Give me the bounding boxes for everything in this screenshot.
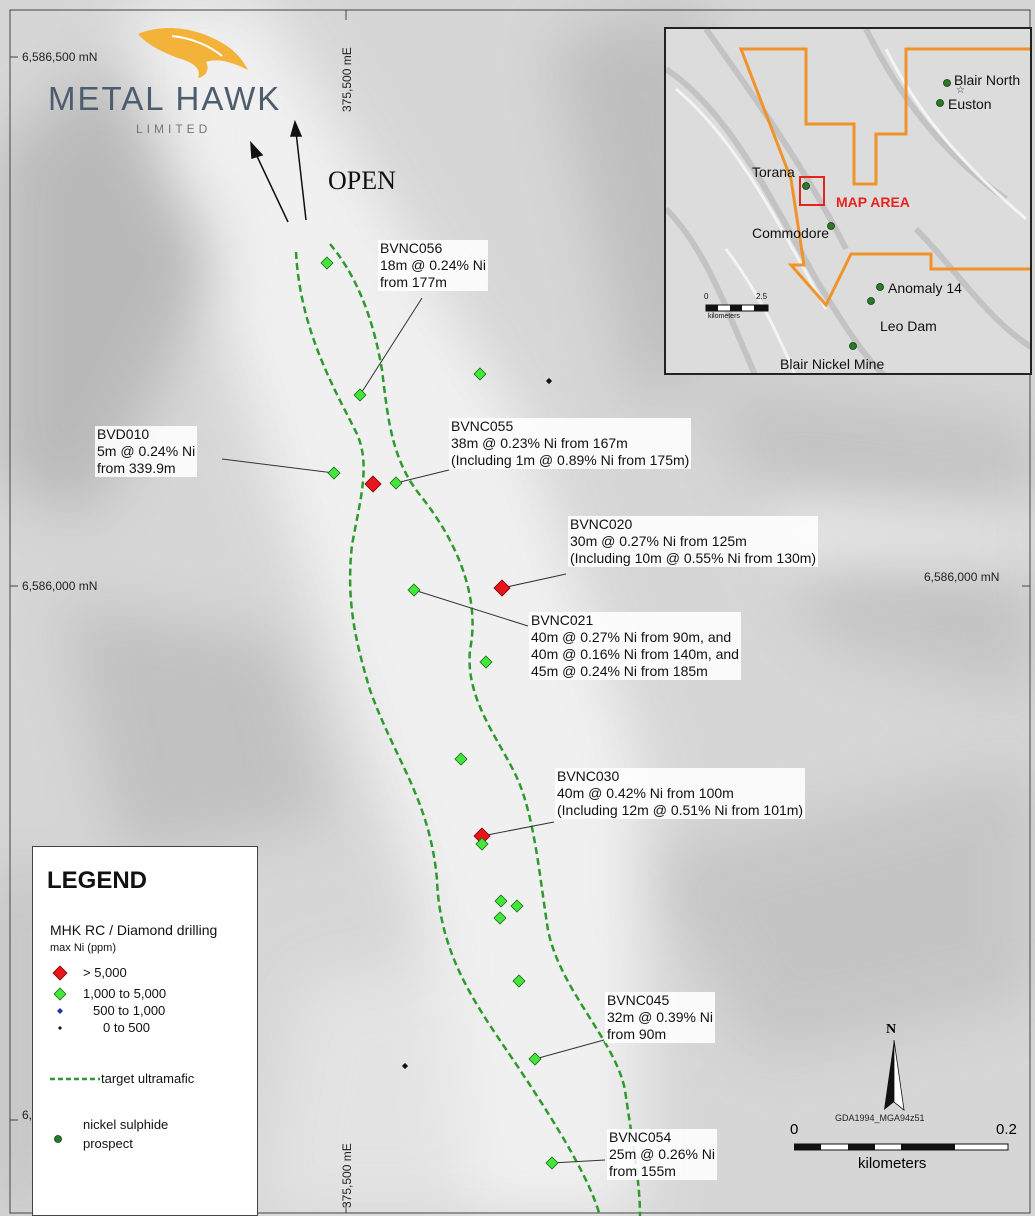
- drill-hole-marker: [528, 1052, 542, 1066]
- scale-bar: 0 0.2 kilometers: [790, 1115, 1020, 1175]
- scale-bar-graphic: [794, 1143, 1009, 1151]
- scale-max: 0.2: [996, 1121, 1017, 1138]
- location-inset-map: ☆ Blair North Euston Torana MAP AREA Com…: [664, 27, 1032, 375]
- easting-bottom: 375,500 mE: [340, 1143, 354, 1208]
- northing-top: 6,586,500 mN: [22, 50, 98, 64]
- logo-name: METAL HAWK: [48, 80, 282, 117]
- legend-panel: LEGEND MHK RC / Diamond drilling max Ni …: [32, 846, 258, 1216]
- drill-hole-marker: [545, 1156, 559, 1170]
- inset-label-anomaly-14: Anomaly 14: [888, 280, 962, 296]
- open-arrows: [250, 119, 307, 223]
- drill-hole-marker: [493, 911, 507, 925]
- drill-hole-marker: [479, 655, 493, 669]
- inset-label-torana: Torana: [752, 164, 795, 180]
- inset-label-euston: Euston: [948, 96, 992, 112]
- inset-scale-max: 2.5: [756, 292, 768, 301]
- drill-hole-marker: [510, 899, 524, 913]
- drill-hole-marker: [407, 583, 421, 597]
- metal-hawk-logo: METAL HAWK LIMITED: [40, 22, 310, 142]
- inset-label-commodore: Commodore: [752, 225, 830, 241]
- inset-scale-min: 0: [704, 292, 709, 301]
- black-dot-icon: [58, 1026, 62, 1030]
- scale-unit: kilometers: [858, 1155, 927, 1172]
- scale-min: 0: [790, 1121, 799, 1138]
- inset-scale-bar: [705, 304, 769, 312]
- drill-hole-marker: [494, 894, 508, 908]
- inset-label-blair-north: Blair North: [954, 72, 1021, 88]
- grid-ticks: [10, 10, 1030, 1213]
- callout-leaders: [221, 297, 606, 1164]
- drill-hole-marker: [353, 388, 367, 402]
- northing-mid-right: 6,586,000 mN: [924, 570, 1000, 584]
- inset-label-blair-nickel-mine: Blair Nickel Mine: [780, 356, 885, 372]
- drill-holes: [320, 256, 559, 1170]
- projection-label: GDA1994_MGA94z51: [835, 1113, 925, 1123]
- northing-bottom: 6,: [22, 1108, 33, 1122]
- inset-label-leo-dam: Leo Dam: [880, 318, 937, 334]
- svg-text:☆: ☆: [956, 85, 965, 96]
- open-label: OPEN: [328, 166, 396, 195]
- drill-hole-marker: [454, 752, 468, 766]
- north-arrow-icon: [884, 1040, 905, 1111]
- dashed-line-icon: [50, 1077, 100, 1081]
- drill-hole-marker: [364, 475, 382, 493]
- logo-subtitle: LIMITED: [136, 122, 212, 136]
- inset-relief: ☆: [666, 29, 1030, 373]
- red-diamond-icon: [52, 965, 68, 981]
- drill-hole-marker: [493, 579, 511, 597]
- drill-hole-marker: [401, 1062, 409, 1070]
- blue-diamond-icon: [57, 1008, 63, 1014]
- hawk-icon: [138, 28, 248, 78]
- drill-hole-marker: [327, 466, 341, 480]
- inset-label-map-area: MAP AREA: [836, 194, 910, 210]
- north-label: N: [886, 1022, 897, 1037]
- green-diamond-icon: [53, 987, 67, 1001]
- target-ultramafic-lines: [294, 243, 642, 1216]
- drill-hole-marker: [473, 367, 487, 381]
- legend-title: LEGEND: [47, 867, 148, 894]
- north-arrow: N: [878, 1022, 908, 1112]
- easting-top: 375,500 mE: [340, 47, 354, 112]
- drill-hole-marker: [320, 256, 334, 270]
- drill-hole-marker: [512, 974, 526, 988]
- northing-mid-left: 6,586,000 mN: [22, 579, 98, 593]
- legend-subsection: max Ni (ppm): [50, 942, 117, 954]
- drill-hole-marker: [389, 476, 403, 490]
- green-dot-icon: [54, 1135, 62, 1143]
- drill-hole-marker: [545, 377, 553, 385]
- drill-hole-marker: [475, 837, 489, 851]
- legend-section: MHK RC / Diamond drilling: [50, 922, 218, 938]
- inset-scale-unit: kilometers: [708, 313, 740, 320]
